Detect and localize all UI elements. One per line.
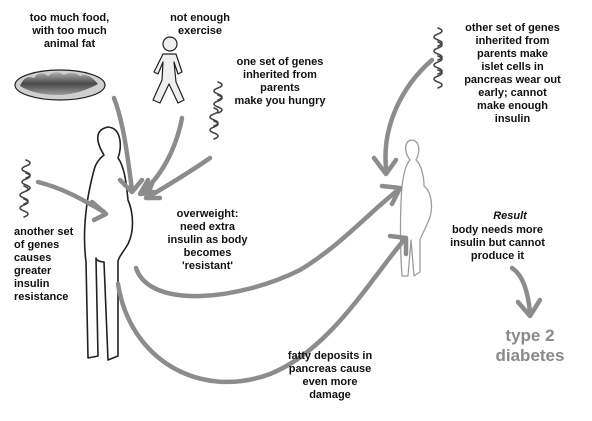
label-fatty-deposits: fatty deposits in pancreas cause even mo…: [287, 350, 373, 401]
dna-strand-icon: [433, 27, 443, 89]
label-type2-diabetes: type 2 diabetes: [495, 326, 565, 365]
food-plate-icon: [14, 69, 106, 101]
label-not-enough-exercise: not enough exercise: [170, 12, 230, 37]
label-overweight: overweight: need extra insulin as body b…: [167, 208, 248, 272]
label-genes-islet: other set of genes inherited from parent…: [464, 22, 561, 125]
flow-arrow: [35, 57, 543, 385]
person-silhouette-icon: [399, 139, 433, 277]
label-result-title: Result: [493, 210, 527, 222]
label-genes-hungry: one set of genes inherited from parents …: [234, 56, 326, 107]
dna-strand-icon: [19, 159, 31, 218]
label-result-body: body needs more insulin but cannot produ…: [450, 224, 545, 262]
walking-person-icon: [152, 36, 185, 104]
label-genes-resistance: another set of genes causes greater insu…: [14, 226, 74, 303]
dna-strand-icon: [209, 81, 223, 140]
label-too-much-food: too much food, with too much animal fat: [29, 12, 110, 50]
